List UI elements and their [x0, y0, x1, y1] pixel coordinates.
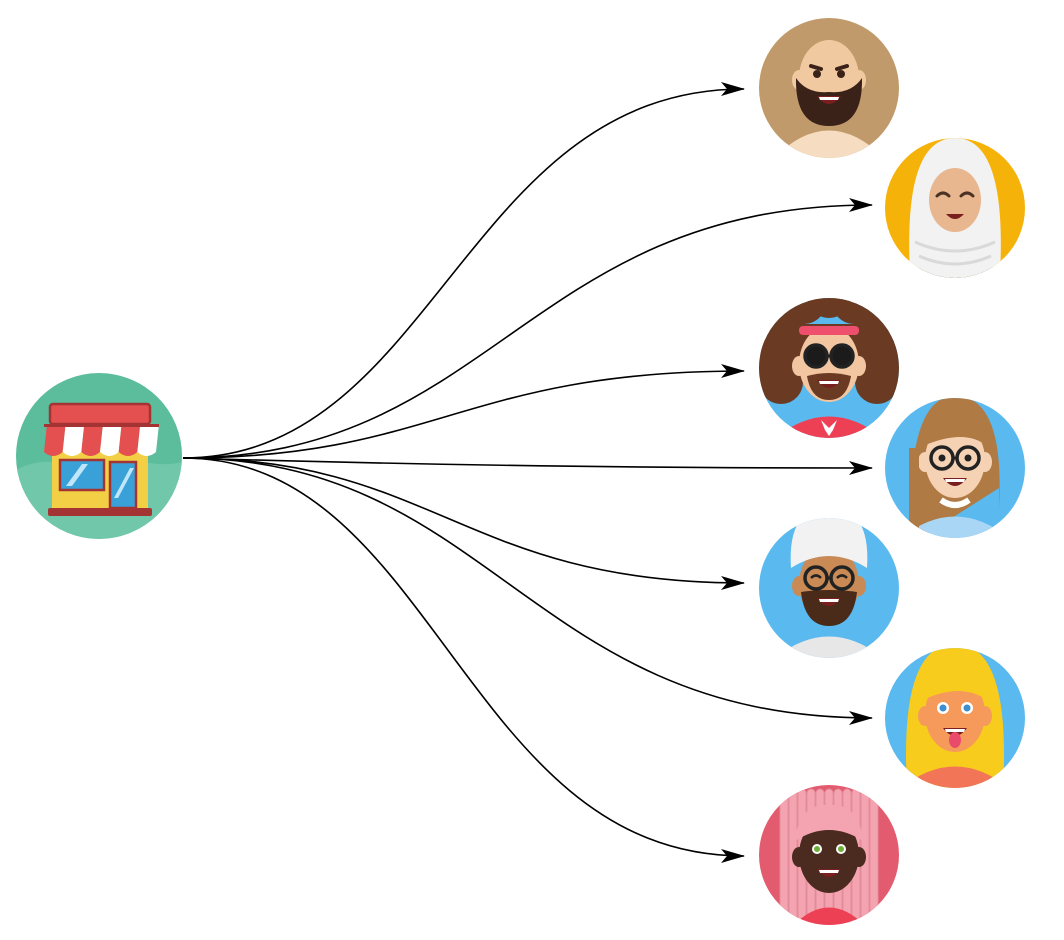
arrow-to-customer-glasses-woman	[182, 457, 873, 475]
arrows-layer	[182, 82, 873, 863]
turban-man-avatar-icon	[759, 518, 899, 658]
pink-dreadlocks-woman-avatar-icon	[759, 785, 899, 925]
glasses-woman-avatar-icon	[885, 398, 1025, 538]
arrow-to-customer-blonde-woman	[182, 457, 873, 725]
arrow-to-customer-turban-man	[182, 457, 745, 590]
store-icon	[16, 373, 182, 539]
arrow-to-customer-bald-bearded-man	[182, 82, 745, 459]
curly-hair-sunglasses-man-avatar-icon	[759, 298, 899, 438]
bald-bearded-man-avatar-icon	[759, 18, 899, 158]
hijab-woman-avatar-icon	[885, 138, 1025, 278]
arrow-to-customer-pink-dreadlocks-woman	[182, 457, 745, 863]
blonde-woman-avatar-icon	[885, 648, 1025, 788]
store-node	[16, 373, 182, 539]
arrow-to-customer-hijab-woman	[182, 198, 873, 459]
customers-layer	[759, 18, 1025, 925]
arrow-to-customer-curly-hair-man	[182, 364, 745, 459]
